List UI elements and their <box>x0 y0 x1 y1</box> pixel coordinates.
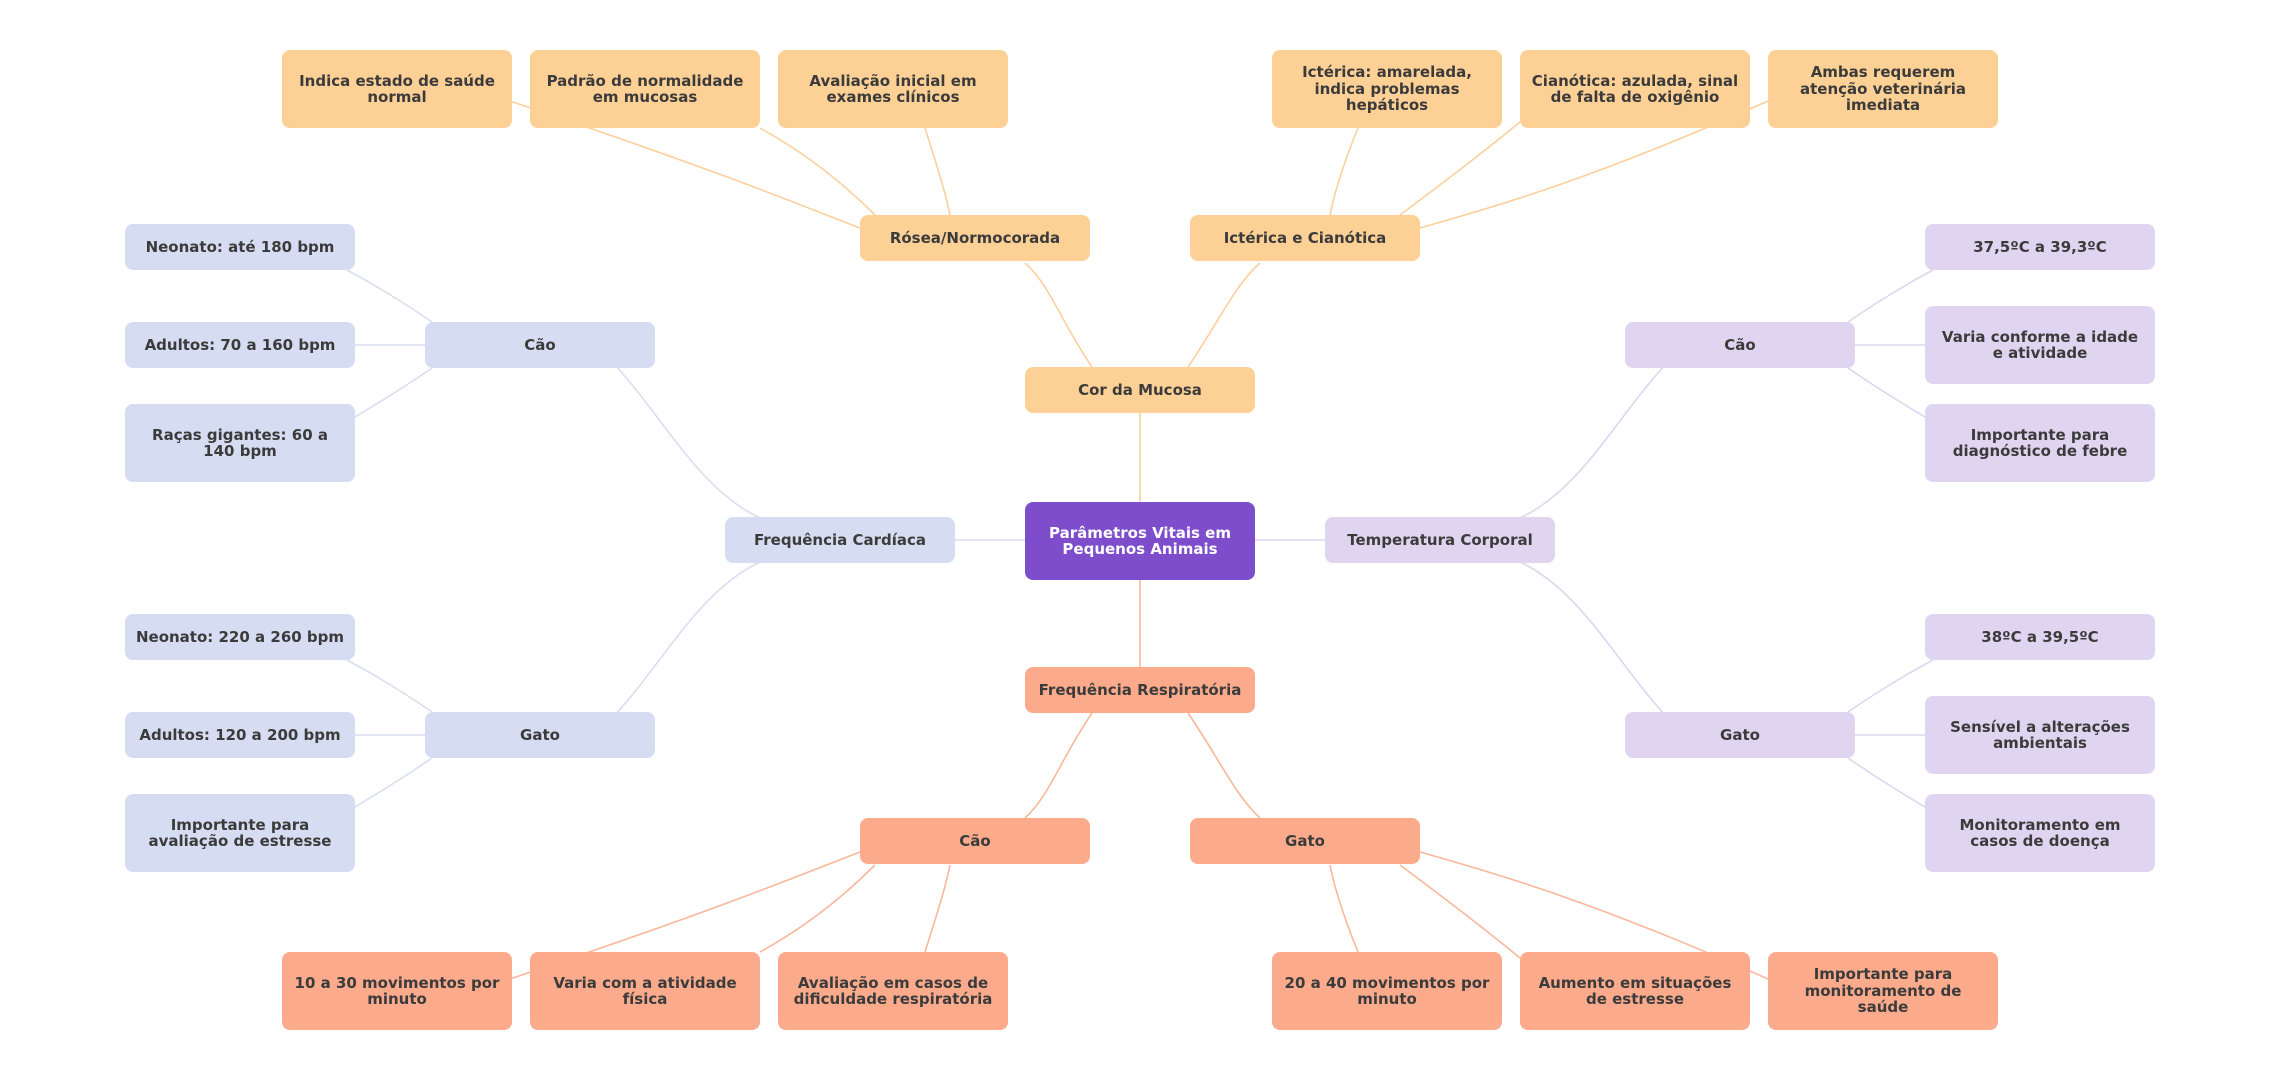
link <box>509 851 861 980</box>
leaf-node[interactable]: Monitoramento em casos de doença <box>1925 794 2155 872</box>
leaf-node[interactable]: Raças gigantes: 60 a 140 bpm <box>125 404 355 482</box>
leaf-node[interactable]: Ictérica: amarelada, indica problemas he… <box>1272 50 1502 128</box>
link <box>924 864 951 953</box>
link <box>1419 851 1769 980</box>
link <box>509 100 861 229</box>
link <box>1187 262 1261 368</box>
node-respiratoria-gato[interactable]: Gato <box>1190 818 1420 864</box>
link <box>1399 864 1521 959</box>
link <box>924 127 951 216</box>
link <box>1329 127 1359 216</box>
link <box>1519 561 1666 716</box>
leaf-node[interactable]: 38ºC a 39,5ºC <box>1925 614 2155 660</box>
leaf-node[interactable]: Neonato: 220 a 260 bpm <box>125 614 355 660</box>
link <box>614 561 761 716</box>
leaf-node[interactable]: 20 a 40 movimentos por minuto <box>1272 952 1502 1030</box>
node-icterica-cianotica[interactable]: Ictérica e Cianótica <box>1190 215 1420 261</box>
node-temperatura-gato[interactable]: Gato <box>1625 712 1855 758</box>
node-respiratoria-cao[interactable]: Cão <box>860 818 1090 864</box>
leaf-node[interactable]: Cianótica: azulada, sinal de falta de ox… <box>1520 50 1750 128</box>
leaf-node[interactable]: 37,5ºC a 39,3ºC <box>1925 224 2155 270</box>
root-node[interactable]: Parâmetros Vitais em Pequenos Animais <box>1025 502 1255 580</box>
node-rosea-normocorada[interactable]: Rósea/Normocorada <box>860 215 1090 261</box>
link <box>614 364 761 519</box>
leaf-node[interactable]: Sensível a alterações ambientais <box>1925 696 2155 774</box>
leaf-node[interactable]: Importante para diagnóstico de febre <box>1925 404 2155 482</box>
link <box>1847 757 1931 811</box>
link <box>1847 367 1931 421</box>
link <box>1187 712 1261 819</box>
leaf-node[interactable]: Adultos: 70 a 160 bpm <box>125 322 355 368</box>
leaf-node[interactable]: Importante para monitoramento de saúde <box>1768 952 1998 1030</box>
link <box>349 367 433 421</box>
link <box>346 659 433 713</box>
leaf-node[interactable]: Adultos: 120 a 200 bpm <box>125 712 355 758</box>
link <box>1847 269 1934 323</box>
link <box>349 757 433 811</box>
branch-temperatura-corporal[interactable]: Temperatura Corporal <box>1325 517 1555 563</box>
leaf-node[interactable]: Avaliação em casos de dificuldade respir… <box>778 952 1008 1030</box>
branch-frequencia-respiratoria[interactable]: Frequência Respiratória <box>1025 667 1255 713</box>
link <box>1399 121 1521 216</box>
leaf-node[interactable]: Indica estado de saúde normal <box>282 50 512 128</box>
leaf-node[interactable]: Neonato: até 180 bpm <box>125 224 355 270</box>
link <box>1329 864 1359 953</box>
node-cardiaca-gato[interactable]: Gato <box>425 712 655 758</box>
leaf-node[interactable]: Varia com a atividade física <box>530 952 760 1030</box>
leaf-node[interactable]: Varia conforme a idade e atividade <box>1925 306 2155 384</box>
leaf-node[interactable]: Aumento em situações de estresse <box>1520 952 1750 1030</box>
leaf-node[interactable]: Ambas requerem atenção veterinária imedi… <box>1768 50 1998 128</box>
branch-frequencia-cardiaca[interactable]: Frequência Cardíaca <box>725 517 955 563</box>
link <box>1024 262 1093 368</box>
leaf-node[interactable]: Importante para avaliação de estresse <box>125 794 355 872</box>
link <box>1519 364 1666 519</box>
leaf-node[interactable]: 10 a 30 movimentos por minuto <box>282 952 512 1030</box>
link <box>759 127 876 216</box>
branch-cor-da-mucosa[interactable]: Cor da Mucosa <box>1025 367 1255 413</box>
link <box>1419 100 1769 229</box>
link <box>759 864 876 953</box>
leaf-node[interactable]: Avaliação inicial em exames clínicos <box>778 50 1008 128</box>
node-temperatura-cao[interactable]: Cão <box>1625 322 1855 368</box>
link <box>1847 659 1934 713</box>
leaf-node[interactable]: Padrão de normalidade em mucosas <box>530 50 760 128</box>
link <box>1024 712 1093 819</box>
link <box>346 269 433 323</box>
node-cardiaca-cao[interactable]: Cão <box>425 322 655 368</box>
